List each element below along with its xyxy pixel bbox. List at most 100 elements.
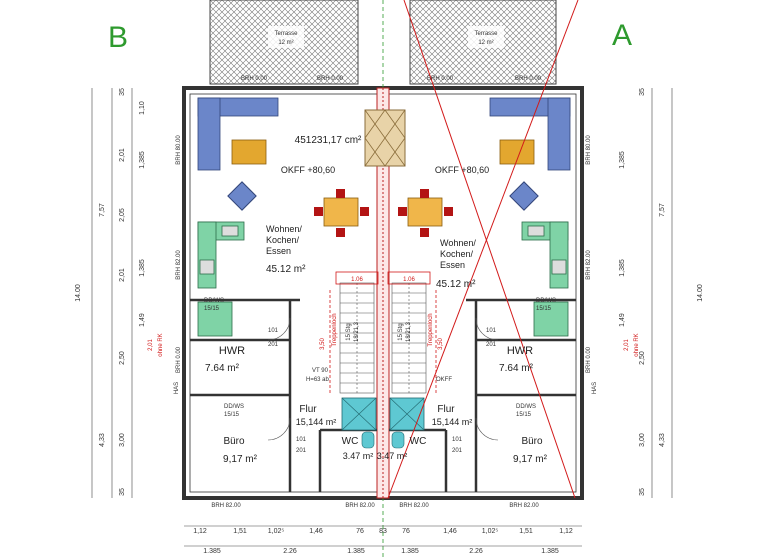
ddws-label-right: DD/WS	[536, 298, 556, 304]
door-101-flur-right: 101	[452, 437, 463, 443]
sill-right-mid: BRH 82.00	[586, 250, 592, 280]
interior-walls	[190, 298, 576, 492]
sill-left-top: BRH 80.00	[176, 135, 182, 165]
hwr-cabinet-right	[533, 301, 569, 337]
dim-bottom2-2: 2.26	[283, 548, 297, 555]
sill-left-mid: BRH 82.00	[176, 250, 182, 280]
stair-okff-right: OKFF	[436, 377, 452, 383]
buero-area-left: 9,17 m²	[223, 454, 258, 465]
sill-bottom-3: BRH 82.00	[399, 503, 429, 509]
dim-left-205: 2,05	[119, 208, 126, 222]
door-101-flur-left: 101	[296, 437, 307, 443]
has-right: HAS	[592, 382, 598, 394]
dim-bottom-2: 1,51	[233, 528, 247, 535]
living-name-right-2: Kochen/	[440, 249, 474, 259]
terrace-sill-left-2: BRH 0.00	[317, 76, 344, 82]
has-left: HAS	[174, 382, 180, 394]
total-depth-right: 14.00	[697, 284, 704, 302]
armchair-right-icon	[509, 181, 539, 211]
sill-right-hwr: BRH 0.00	[586, 346, 592, 373]
stair-steps-right: 15 Stg	[398, 323, 404, 340]
kitchen-right	[521, 221, 569, 289]
ddws-label-left: DD/WS	[204, 298, 224, 304]
door-swings	[267, 317, 499, 441]
buero-name-right: Büro	[521, 436, 543, 447]
hwr-name-right: HWR	[507, 345, 533, 357]
flur-area-left: 15,144 m²	[296, 417, 337, 427]
terrace-label-right: Terrasse	[474, 31, 498, 37]
ddws-size-right: 15/15	[536, 306, 552, 312]
stair-height-right: 3,50	[438, 338, 444, 350]
dim-bottom2-3: 1.385	[347, 548, 365, 555]
treppenloch-right: Treppenloch	[428, 313, 434, 346]
sofa-left-icon	[197, 97, 279, 171]
dim-bottom-11: 1,12	[559, 528, 573, 535]
dim-bottom2-5: 2.26	[469, 548, 483, 555]
dim-left-433: 4,33	[99, 433, 106, 447]
wc-name-left: WC	[342, 436, 359, 447]
shower-left-icon	[341, 397, 377, 431]
ddws-size-left: 15/15	[204, 306, 220, 312]
dim-left-201-b: 2,01	[119, 268, 126, 282]
dim-right-300: 3,00	[639, 433, 646, 447]
terrace-sill-right-2: BRH 0.00	[515, 76, 542, 82]
armchair-left-icon	[227, 181, 257, 211]
door-201-flur-left: 201	[296, 448, 307, 454]
dim-bottom-6: 83	[379, 528, 387, 535]
stair-stepsize-left: 18/21,3	[354, 321, 360, 342]
dim-right-1385-b: 1,385	[619, 259, 626, 277]
terrace-label-left: Terrasse	[274, 31, 298, 37]
ohne-rk-right: ohne RK	[634, 333, 640, 356]
terrace-sill-right: BRH 0.00	[427, 76, 454, 82]
dim-left-201-a: 2,01	[119, 148, 126, 162]
rk-note-right: 2,01	[624, 339, 630, 351]
terrace-area-left: 12 m²	[278, 40, 293, 46]
dining-table-left	[314, 189, 369, 237]
dim-left-757: 7,57	[99, 203, 106, 217]
dim-bottom-10: 1,51	[519, 528, 533, 535]
flur-name-left: Flur	[299, 404, 317, 415]
hwr-cabinet-left	[197, 301, 233, 337]
dim-bottom-4: 1,46	[309, 528, 323, 535]
sill-bottom-2: BRH 82.00	[345, 503, 375, 509]
dim-right-1385-a: 1,385	[619, 151, 626, 169]
dim-bottom-7: 76	[402, 528, 410, 535]
chimney	[364, 109, 406, 167]
dim-right-757: 7,57	[659, 203, 666, 217]
sill-right-top: BRH 80.00	[586, 135, 592, 165]
hwr-area-right: 7.64 m²	[499, 363, 534, 374]
kitchen-left	[197, 221, 245, 289]
dim-bottom-1: 1,12	[193, 528, 207, 535]
terrace-area-right: 12 m²	[478, 40, 493, 46]
sofa-right-icon	[489, 97, 571, 171]
hwr-name-left: HWR	[219, 345, 245, 357]
dim-right-35-top: 35	[639, 88, 646, 96]
terrace-left: Terrasse 12 m² BRH 0.00 BRH 0.00	[209, 0, 359, 85]
total-depth-left: 14.00	[75, 284, 82, 302]
rk-note-left: 2,01	[148, 339, 154, 351]
living-name-right-3: Essen	[440, 260, 465, 270]
dim-bottom-5: 76	[356, 528, 364, 535]
dim-left-149: 1,49	[139, 313, 146, 327]
dim-left-1385-b: 1,385	[139, 259, 146, 277]
living-area-left: 45.12 m²	[266, 264, 306, 275]
sill-left-hwr: BRH 0.00	[176, 346, 182, 373]
hwr-area-left: 7.64 m²	[205, 363, 240, 374]
living-area-right: 45.12 m²	[436, 279, 476, 290]
stairwell-markers	[329, 271, 437, 395]
sill-bottom-4: BRH 82.00	[509, 503, 539, 509]
dim-left-250: 2,50	[119, 351, 126, 365]
dim-right-250: 2,50	[639, 351, 646, 365]
coffee-table-left	[231, 139, 267, 165]
dim-bottom-3: 1,02⁵	[268, 528, 285, 535]
stair-h-left: H=63 ab	[306, 377, 330, 383]
wc-area-left: 3.47 m²	[343, 451, 374, 461]
dim-bottom2-1: 1.385	[203, 548, 221, 555]
stair-right	[391, 282, 427, 394]
ohne-rk-left: ohne RK	[158, 333, 164, 356]
buero-area-right: 9,17 m²	[513, 454, 548, 465]
dim-left-110: 1,10	[139, 101, 146, 115]
dim-right-149: 1,49	[619, 313, 626, 327]
door-201-flur-right: 201	[452, 448, 463, 454]
